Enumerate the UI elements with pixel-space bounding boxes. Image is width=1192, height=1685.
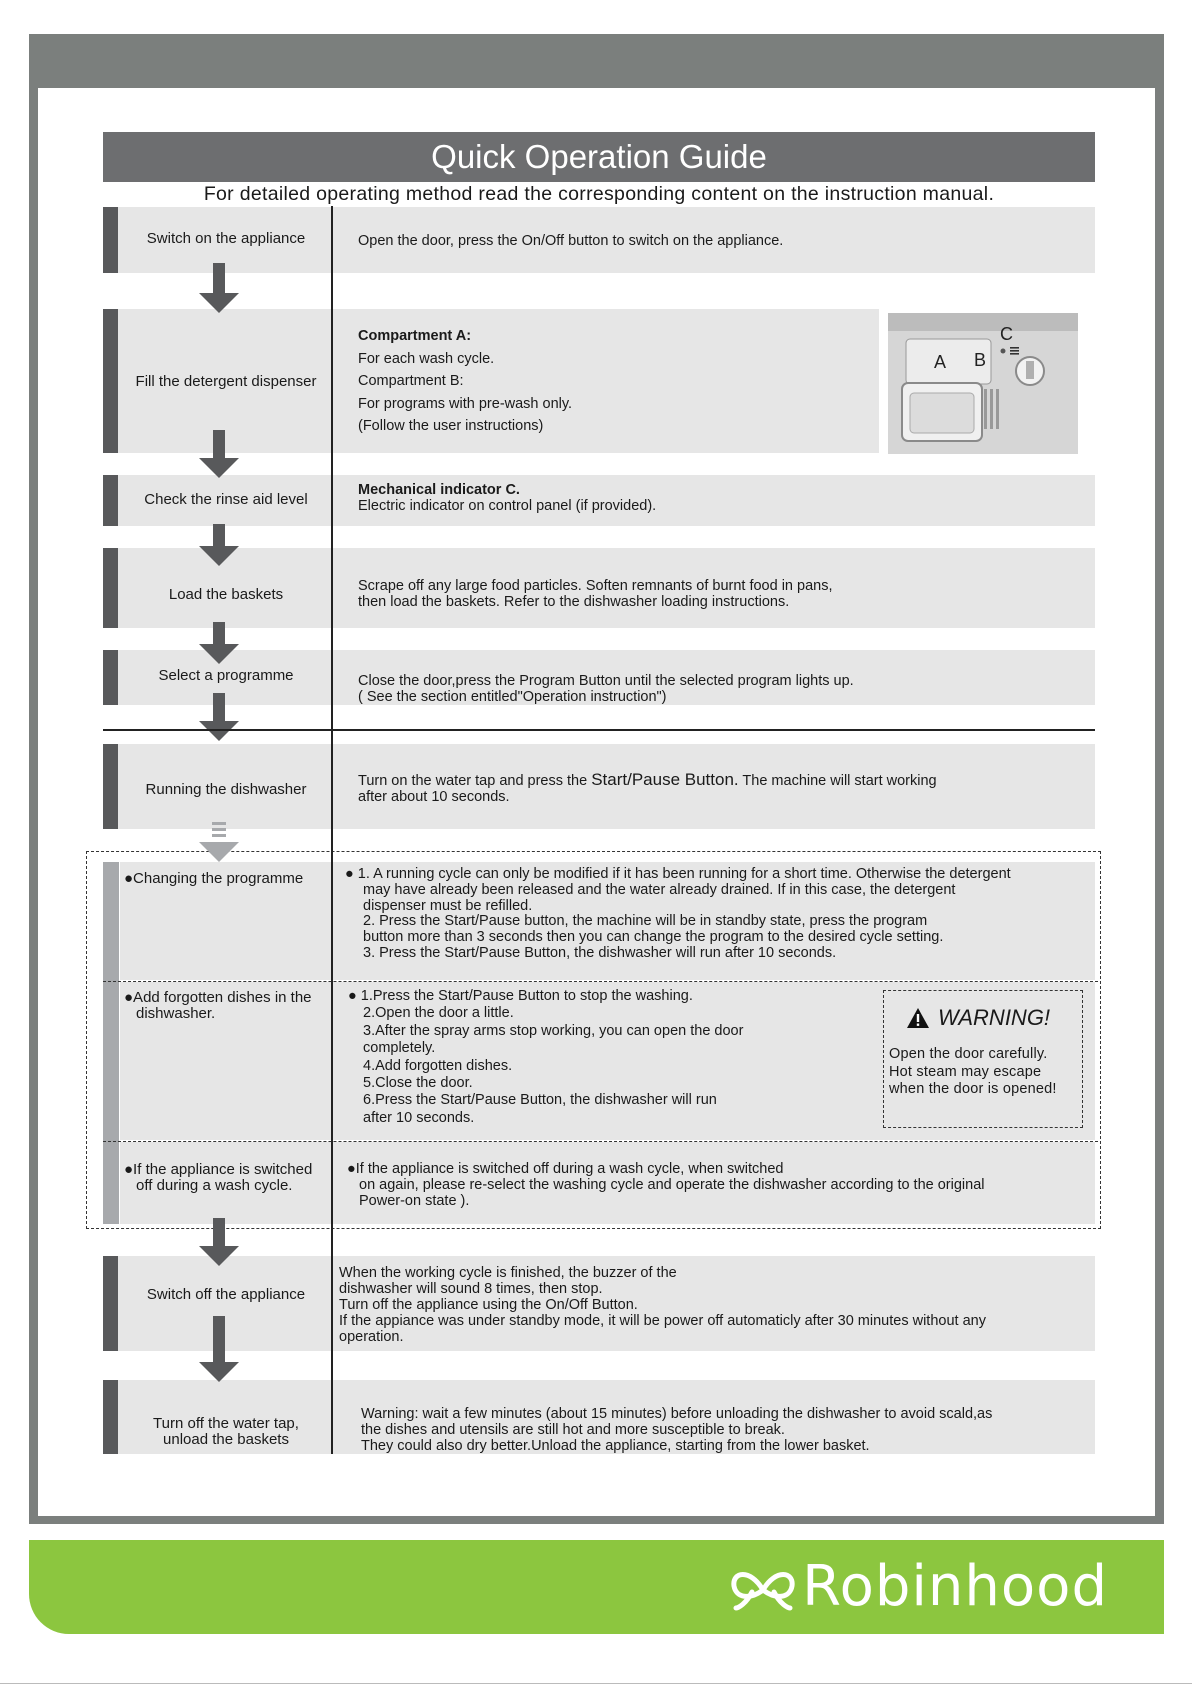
- step-check-rinse-aid: Check the rinse aid level Mechanical ind…: [103, 475, 1095, 526]
- step-content: Compartment A: For each wash cycle. Comp…: [358, 328, 573, 434]
- step-select-programme: Select a programme Close the door,press …: [103, 650, 1095, 705]
- substeps-dashed-frame: [86, 851, 1101, 1229]
- dashed-divider: [103, 981, 1098, 982]
- step-fill-detergent: Fill the detergent dispenser Compartment…: [103, 309, 879, 453]
- step-content: Open the door, press the On/Off button t…: [358, 233, 784, 249]
- brand-name: Robinhood: [802, 1554, 1108, 1619]
- substep-content: ● 1.Press the Start/Pause Button to stop…: [348, 988, 744, 1126]
- step-accent-bar: [103, 650, 118, 705]
- step-switch-off: Switch off the appliance When the workin…: [103, 1256, 1095, 1351]
- step-switch-on: Switch on the appliance Open the door, p…: [103, 207, 1095, 273]
- warning-text: Open the door carefully. Hot steam may e…: [889, 1046, 1057, 1097]
- step-label: Select a programme: [158, 667, 294, 684]
- brand-footer: Robinhood: [29, 1540, 1164, 1634]
- step-content: Close the door,press the Program Button …: [358, 673, 854, 705]
- label-c: C: [1000, 324, 1013, 344]
- substep-content: ●If the appliance is switched off during…: [347, 1161, 985, 1209]
- step-accent-bar: [103, 207, 118, 273]
- step-accent-bar: [103, 309, 118, 453]
- step-content: When the working cycle is finished, the …: [339, 1265, 986, 1345]
- substep-label: ●Add forgotten dishes in the dishwasher.: [124, 989, 312, 1022]
- label-a: A: [934, 352, 946, 372]
- step-label: Fill the detergent dispenser: [135, 373, 317, 390]
- step-accent-bar: [103, 548, 118, 628]
- step-content: Scrape off any large food particles. Sof…: [358, 578, 833, 610]
- column-divider: [331, 206, 333, 1454]
- step-content: Mechanical indicator C. Electric indicat…: [358, 482, 657, 514]
- warning-title: WARNING!: [906, 1005, 1050, 1031]
- robinhood-logo: Robinhood: [728, 1554, 1108, 1619]
- substep-changing-programme: ●Changing the programme ● 1. A running c…: [120, 862, 1095, 980]
- warning-triangle-icon: [907, 1008, 929, 1028]
- substep-content: ● 1. A running cycle can only be modifie…: [345, 866, 1011, 961]
- dashed-divider: [103, 1141, 1098, 1142]
- page-edge-line: [0, 1683, 1192, 1684]
- substep-label: ●Changing the programme: [124, 870, 304, 887]
- step-accent-bar: [103, 1256, 118, 1351]
- step-label: Check the rinse aid level: [144, 491, 308, 508]
- step-content: Warning: wait a few minutes (about 15 mi…: [361, 1406, 993, 1454]
- page-title: Quick Operation Guide: [103, 132, 1095, 182]
- bird-logo-icon: [731, 1571, 795, 1610]
- substeps-accent-bar: [103, 862, 119, 1224]
- step-turn-off-water: Turn off the water tap, unload the baske…: [103, 1380, 1095, 1454]
- warning-box: WARNING! Open the door carefully. Hot st…: [883, 990, 1083, 1128]
- step-label: Turn off the water tap, unload the baske…: [153, 1415, 299, 1448]
- substep-switched-off-during-cycle: ●If the appliance is switched off during…: [120, 1142, 1095, 1224]
- step-accent-bar: [103, 475, 118, 526]
- step-load-baskets: Load the baskets Scrape off any large fo…: [103, 548, 1095, 628]
- detergent-compartment-image: A B C: [888, 313, 1078, 454]
- step-content: Turn on the water tap and press the Star…: [358, 770, 937, 805]
- label-b: B: [974, 350, 986, 370]
- substep-label: ●If the appliance is switched off during…: [124, 1161, 313, 1194]
- section-divider: [103, 729, 1095, 731]
- step-label: Switch off the appliance: [146, 1286, 306, 1303]
- step-label: Running the dishwasher: [145, 781, 307, 798]
- step-running: Running the dishwasher Turn on the water…: [103, 744, 1095, 829]
- step-accent-bar: [103, 744, 118, 829]
- compartment-illustration: A B C: [888, 313, 1078, 454]
- page-subtitle: For detailed operating method read the c…: [203, 183, 995, 205]
- step-label: Switch on the appliance: [146, 230, 306, 247]
- step-label: Load the baskets: [168, 586, 284, 603]
- step-accent-bar: [103, 1380, 118, 1454]
